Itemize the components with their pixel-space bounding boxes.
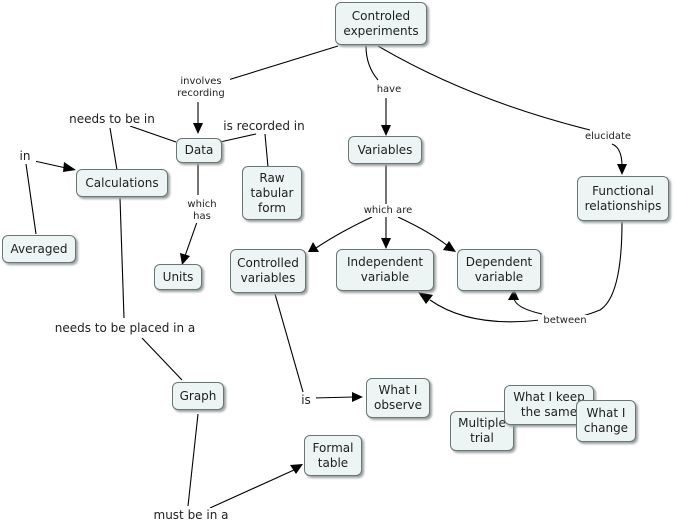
link-label-is-recorded-in: is recorded in — [216, 119, 312, 133]
node-what-i-change[interactable]: What I change — [576, 400, 636, 442]
link-label-between: between — [538, 315, 592, 327]
node-what-i-observe[interactable]: What I observe — [366, 378, 430, 418]
node-calculations[interactable]: Calculations — [76, 169, 168, 197]
link-label-needs-to-be-placed-in-a: needs to be placed in a — [50, 321, 200, 335]
node-averaged[interactable]: Averaged — [2, 235, 76, 263]
node-functional-relationships[interactable]: Functional relationships — [577, 176, 669, 221]
link-label-have: have — [371, 84, 407, 96]
node-graph[interactable]: Graph — [172, 382, 224, 410]
node-dependent-variable[interactable]: Dependent variable — [457, 249, 541, 291]
link-label-involves-recording: involves recording — [172, 76, 230, 100]
link-label-which-has: which has — [183, 199, 221, 223]
link-label-elucidate: elucidate — [580, 131, 636, 143]
link-label-needs-to-be-in: needs to be in — [62, 112, 162, 126]
node-raw-tabular-form[interactable]: Raw tabular form — [242, 166, 302, 220]
node-formal-table[interactable]: Formal table — [304, 435, 362, 476]
link-label-in: in — [14, 149, 36, 163]
node-variables[interactable]: Variables — [348, 136, 422, 164]
node-controlled-variables[interactable]: Controlled variables — [230, 249, 306, 293]
node-multiple-trial[interactable]: Multiple trial — [450, 411, 514, 451]
node-independent-variable[interactable]: Independent variable — [336, 249, 434, 291]
node-units[interactable]: Units — [154, 264, 202, 290]
node-what-i-keep-the-same[interactable]: What I keep the same — [504, 385, 594, 425]
link-label-must-be-in-a: must be in a — [146, 508, 236, 522]
link-label-is: is — [296, 393, 316, 407]
node-data[interactable]: Data — [176, 138, 222, 163]
node-controled-experiments[interactable]: Controled experiments — [335, 2, 427, 45]
link-label-which-are: which are — [358, 205, 418, 217]
